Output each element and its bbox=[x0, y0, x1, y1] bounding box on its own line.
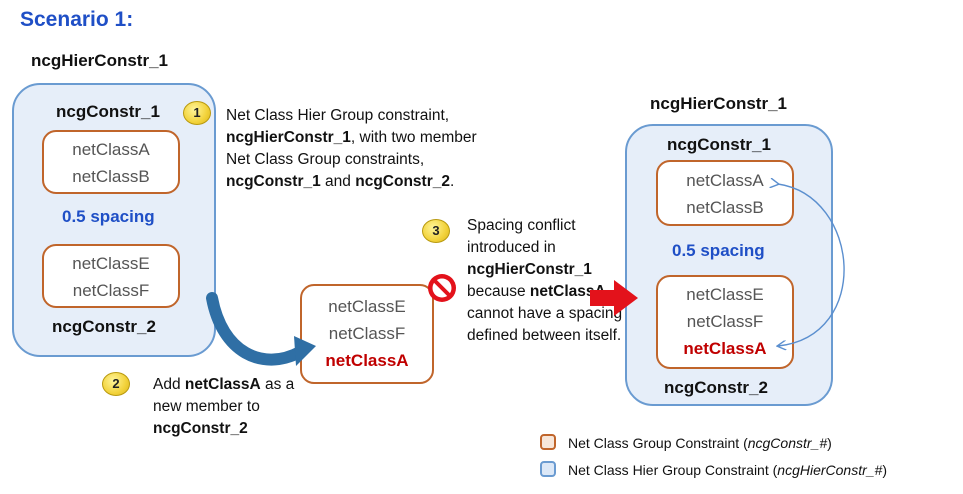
note-1: Net Class Hier Group constraint, ncgHier… bbox=[226, 105, 501, 193]
left-group1-label: ncgConstr_1 bbox=[56, 102, 160, 121]
bidirectional-arc-arrow-icon bbox=[778, 184, 845, 346]
left-group2-box: netClassE netClassF bbox=[42, 244, 180, 308]
note-text: . bbox=[449, 173, 455, 190]
net-class: netClassB bbox=[686, 198, 764, 217]
legend-text: ) bbox=[827, 435, 832, 451]
note-bold: ncgHierConstr_1 bbox=[467, 261, 592, 278]
note-text: Add bbox=[153, 376, 185, 393]
note-text: Spacing conflict introduced in bbox=[467, 217, 576, 256]
right-hier-label: ncgHierConstr_1 bbox=[650, 94, 787, 113]
net-class: netClassA bbox=[72, 140, 150, 159]
note-text: cannot have a spacing defined between it… bbox=[467, 305, 623, 344]
left-hier-box bbox=[12, 83, 216, 357]
note-text: and bbox=[320, 173, 356, 190]
legend-italic: ncgHierConstr_# bbox=[777, 462, 883, 478]
note-3: Spacing conflict introduced in ncgHierCo… bbox=[467, 215, 627, 347]
middle-group-box: netClassE netClassF netClassA bbox=[300, 284, 434, 384]
net-class: netClassE bbox=[72, 254, 150, 273]
note-text: , with two member Net Class Group constr… bbox=[226, 129, 477, 168]
legend-group-text: Net Class Group Constraint (ncgConstr_#) bbox=[568, 435, 832, 451]
legend-hier-swatch bbox=[540, 461, 556, 477]
legend-text: ) bbox=[882, 462, 888, 478]
scenario-title: Scenario 1: bbox=[20, 8, 134, 31]
note-bold: netClassA bbox=[529, 283, 606, 300]
note-bold: netClassA bbox=[184, 376, 261, 393]
legend-italic: ncgConstr_# bbox=[747, 435, 828, 451]
note-text: Net Class Hier Group constraint, bbox=[226, 107, 450, 124]
note-bold: ncgConstr_2 bbox=[153, 420, 248, 437]
left-spacing-label: 0.5 spacing bbox=[62, 207, 155, 226]
left-group1-box: netClassA netClassB bbox=[42, 130, 180, 194]
note-bold: ncgConstr_2 bbox=[355, 173, 450, 190]
number-badge-icon: 2 bbox=[102, 372, 130, 396]
right-group1-label: ncgConstr_1 bbox=[667, 135, 771, 154]
added-net-class: netClassA bbox=[325, 351, 409, 370]
number-badge-icon: 3 bbox=[422, 219, 450, 243]
net-class: netClassF bbox=[686, 312, 764, 331]
legend-text: Net Class Hier Group Constraint ( bbox=[568, 462, 778, 478]
curved-arrow-icon bbox=[206, 292, 316, 366]
net-class: netClassF bbox=[328, 324, 406, 343]
net-class: netClassE bbox=[686, 285, 764, 304]
right-group2-label: ncgConstr_2 bbox=[664, 378, 768, 397]
legend-group-swatch bbox=[540, 434, 556, 450]
net-class: netClassF bbox=[72, 281, 150, 300]
note-bold: ncgConstr_1 bbox=[226, 173, 321, 190]
red-right-arrow-icon bbox=[590, 280, 638, 316]
right-spacing-label: 0.5 spacing bbox=[672, 241, 765, 260]
note-text: because bbox=[467, 283, 530, 300]
note-2: Add netClassA as a new member to ncgCons… bbox=[153, 374, 303, 440]
number-badge-icon: 1 bbox=[183, 101, 211, 125]
note-text: as a new member to bbox=[153, 376, 295, 415]
note-bold: ncgHierConstr_1 bbox=[226, 129, 351, 146]
left-group2-label: ncgConstr_2 bbox=[52, 317, 156, 336]
added-net-class: netClassA bbox=[683, 339, 767, 358]
net-class: netClassB bbox=[72, 167, 150, 186]
no-entry-icon bbox=[428, 274, 456, 302]
net-class: netClassA bbox=[686, 171, 764, 190]
net-class: netClassE bbox=[328, 297, 406, 316]
left-hier-label: ncgHierConstr_1 bbox=[31, 51, 168, 70]
legend-text: Net Class Group Constraint ( bbox=[568, 435, 748, 451]
legend-hier-text: Net Class Hier Group Constraint (ncgHier… bbox=[568, 462, 887, 478]
